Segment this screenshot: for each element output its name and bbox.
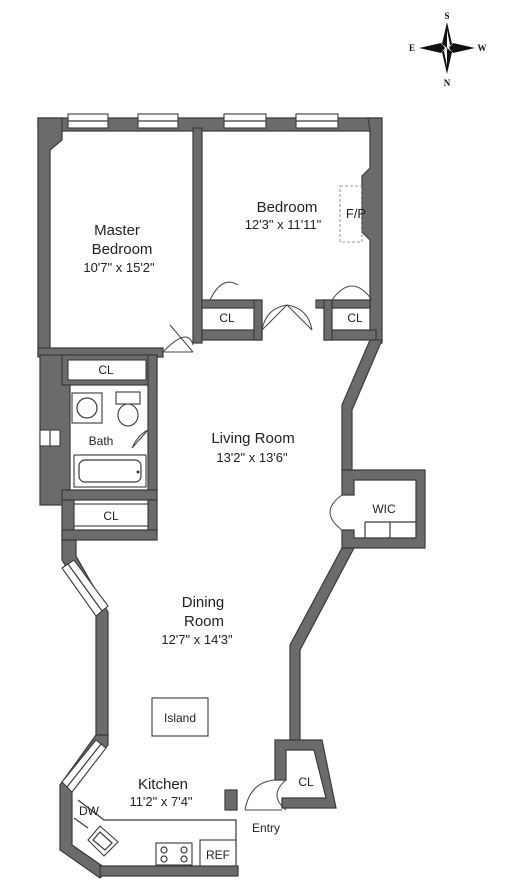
compass-w-label: W [478, 43, 487, 53]
compass-e-label: E [409, 43, 415, 53]
dining-window [61, 559, 109, 617]
kitchen-counter [73, 799, 237, 867]
entry-walls [224, 779, 282, 811]
bedroom-bottom-wall [201, 281, 377, 341]
dining-room-size: 12'7" x 14'3" [161, 632, 233, 647]
entry-label: Entry [252, 821, 280, 835]
fireplace-label: F/P [346, 206, 366, 221]
entry-closet [274, 739, 337, 811]
kitchen-island [151, 697, 209, 737]
island-label: Island [164, 711, 196, 725]
bath-area [61, 354, 158, 541]
dining-room-name-1: Dining [182, 594, 225, 611]
master-bedroom-name-1: Master [94, 222, 140, 239]
compass-rose-icon: S E W N [409, 11, 487, 88]
living-room-name: Living Room [211, 430, 294, 447]
compass-s-label: S [444, 11, 449, 21]
entry-closet-label: CL [298, 775, 314, 789]
dishwasher-label: DW [79, 804, 100, 818]
kitchen-name: Kitchen [138, 776, 188, 793]
kitchen-size: 11'2" x 7'4" [129, 794, 192, 809]
bedroom-right-wall [361, 117, 383, 344]
top-wall [37, 113, 382, 132]
bedrooms-divider-wall [192, 127, 203, 344]
bedroom-closet-left-label: CL [219, 311, 235, 325]
bedroom-closet-right-label: CL [347, 311, 363, 325]
bedroom-size: 12'3" x 11'11" [245, 217, 322, 232]
compass-n-label: N [444, 78, 451, 88]
kitchen-window [61, 739, 107, 793]
living-room-size: 13'2" x 13'6" [216, 450, 288, 465]
living-right-wall [341, 339, 383, 471]
bath-label: Bath [89, 434, 114, 448]
kitchen-bottom-wall [99, 865, 239, 877]
master-closet-label: CL [98, 363, 114, 377]
wic-label: WIC [372, 502, 396, 516]
bath-closet-label: CL [103, 509, 119, 523]
fireplace: F/P [339, 185, 366, 243]
master-bedroom-size: 10'7" x 15'2" [83, 260, 155, 275]
dining-right-wall [289, 547, 355, 741]
bedroom-name: Bedroom [257, 199, 318, 216]
master-left-wall [37, 117, 63, 356]
dining-room-name-2: Room [184, 613, 224, 630]
master-bedroom-name-2: Bedroom [92, 241, 153, 258]
master-bottom-wall [37, 324, 194, 358]
refrigerator-label: REF [206, 848, 230, 862]
walk-in-closet [329, 469, 426, 549]
